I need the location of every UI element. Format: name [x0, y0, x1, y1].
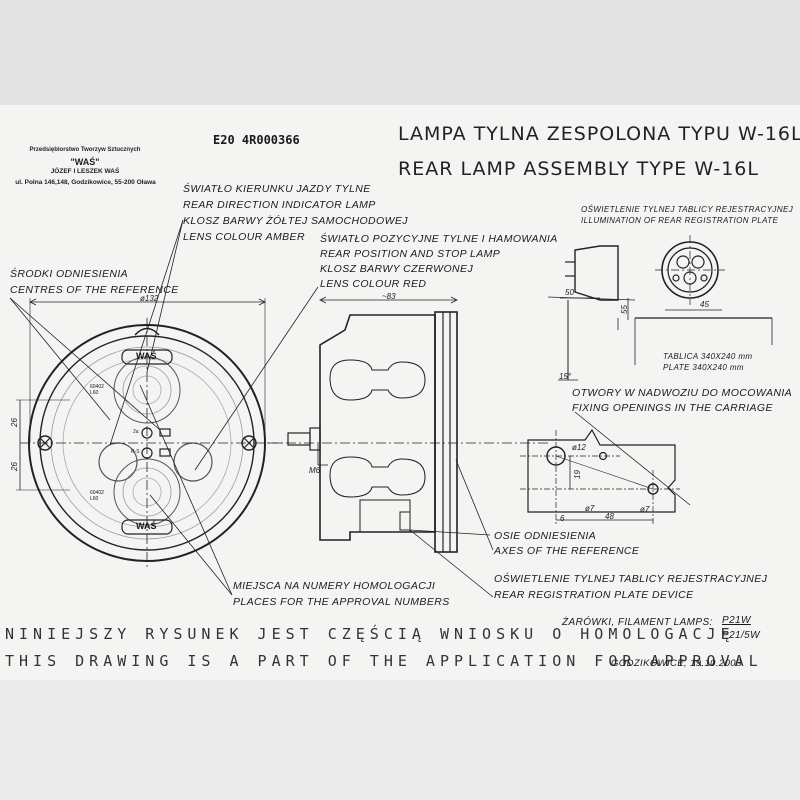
lens-mark-was-top: WAŚ [136, 351, 157, 361]
drawing-date: GODZIKOWICE, 19.10.2003 [611, 658, 742, 669]
dim-7-left: ø7 [585, 504, 595, 513]
label-axes-pl: OSIE ODNIESIENIA [494, 530, 597, 542]
label-plate-device-en: REAR REGISTRATION PLATE DEVICE [494, 589, 694, 601]
approval-code: E20 4R000366 [213, 133, 300, 147]
footer-polish: NINIEJSZY RYSUNEK JEST CZĘŚCIĄ WNIOSKU O… [5, 625, 735, 643]
lens-code-bottom: 60402 L60 [90, 490, 104, 502]
label-axes-en: AXES OF THE REFERENCE [494, 545, 640, 557]
label-position-lens-en: LENS COLOUR RED [320, 278, 427, 290]
dim-50: 50 [565, 288, 574, 297]
dim-45: 45 [700, 300, 709, 309]
title-english: REAR LAMP ASSEMBLY TYPE W-16L [398, 158, 759, 180]
company-name-line3: JÓZEF I LESZEK WAŚ [50, 168, 120, 175]
dim-12: ø12 [572, 443, 586, 452]
label-plate-pl: TABLICA 340X240 mm [663, 352, 753, 361]
label-position-pl: ŚWIATŁO POZYCYJNE TYLNE I HAMOWANIA [320, 233, 558, 245]
dim-26-upper: 26 [9, 418, 19, 427]
dim-7-right: ø7 [640, 505, 650, 514]
label-direction-pl: ŚWIATŁO KIERUNKU JAZDY TYLNE [183, 183, 371, 195]
label-approval-pl: MIEJSCA NA NUMERY HOMOLOGACJI [233, 580, 436, 592]
dim-55: 55 [619, 305, 629, 314]
lamp-p21w: P21W [722, 615, 751, 626]
lens-code-top: 60402 L60 [90, 384, 104, 396]
company-name-line2: "WAŚ" [70, 157, 100, 167]
label-plate-illum-pl: OŚWIETLENIE TYLNEJ TABLICY REJESTRACYJNE… [581, 205, 794, 214]
company-name-line1: Przedsiębiorstwo Tworzyw Sztucznych [29, 147, 141, 153]
label-direction-en: REAR DIRECTION INDICATOR LAMP [183, 199, 376, 211]
label-centres-pl: ŚRODKI ODNIESIENIA [10, 268, 129, 280]
dim-m6: M6 [309, 466, 321, 475]
dim-15deg: 15° [559, 372, 572, 381]
scan-margin [0, 680, 800, 800]
bulb-upper [329, 359, 426, 401]
label-openings-en: FIXING OPENINGS IN THE CARRIAGE [572, 402, 773, 414]
label-direction-lens-en: LENS COLOUR AMBER [183, 231, 305, 243]
label-direction-lens-pl: KLOSZ BARWY ŻÓŁTEJ SAMOCHODOWEJ [183, 215, 408, 227]
label-plate-en: PLATE 340X240 mm [663, 363, 744, 372]
dim-83: ~83 [382, 292, 396, 301]
label-position-en: REAR POSITION AND STOP LAMP [320, 248, 501, 260]
lens-mark-b: R-S [131, 449, 140, 455]
label-approval-en: PLACES FOR THE APPROVAL NUMBERS [233, 596, 450, 608]
dim-26-lower: 26 [9, 462, 19, 471]
dim-132: ø132 [140, 294, 159, 303]
dim-48: 48 [605, 512, 614, 521]
lamp-side-body [319, 314, 436, 541]
footer-english: THIS DRAWING IS A PART OF THE APPLICATIO… [5, 652, 763, 670]
dim-6: 6 [560, 514, 565, 523]
lens-mark-a: 2a [133, 429, 139, 435]
lamps-label: ŻARÓWKI, FILAMENT LAMPS: [562, 617, 713, 628]
dim-19: 19 [572, 470, 582, 479]
label-openings-pl: OTWORY W NADWOZIU DO MOCOWANIA [572, 387, 793, 399]
lamp-p21-5w: P21/5W [722, 630, 760, 641]
label-plate-illum-en: ILLUMINATION OF REAR REGISTRATION PLATE [581, 216, 779, 225]
label-position-lens-pl: KLOSZ BARWY CZERWONEJ [320, 263, 474, 275]
bulb-lower [329, 456, 426, 498]
label-plate-device-pl: OŚWIETLENIE TYLNEJ TABLICY REJESTRACYJNE… [494, 573, 768, 585]
title-polish: LAMPA TYLNA ZESPOLONA TYPU W-16L [398, 123, 800, 145]
lens-mark-was-bottom: WAŚ [136, 521, 157, 531]
fixing-plate-outline [527, 428, 676, 513]
company-address: ul. Polna 146,148, Godzikowice, 55-200 O… [15, 179, 156, 186]
plate-device-side [574, 245, 619, 301]
label-centres-en: CENTRES OF THE REFERENCE [10, 284, 179, 296]
